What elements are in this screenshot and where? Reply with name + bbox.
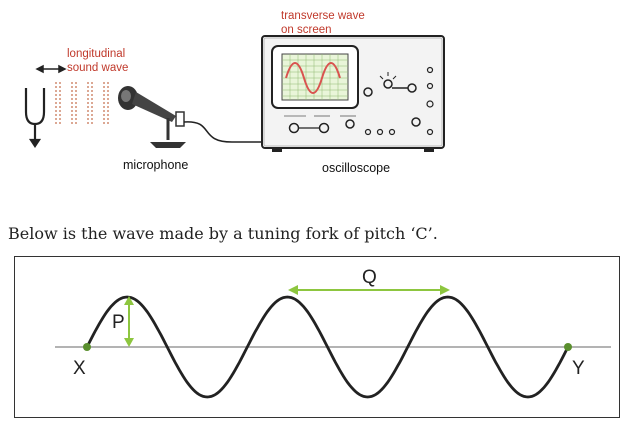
- point-x: [83, 343, 91, 351]
- sound-wave-compressions: [55, 82, 109, 126]
- longitudinal-label-line1: longitudinal: [67, 48, 126, 60]
- longitudinal-label-line2: sound wave: [67, 62, 129, 74]
- wavelength-arrow-q: [288, 285, 450, 295]
- tuning-fork-icon: [24, 88, 46, 148]
- transverse-label-line1: transverse wave: [281, 10, 365, 22]
- double-arrow-icon: [35, 64, 67, 74]
- oscilloscope-label: oscilloscope: [322, 161, 391, 175]
- amplitude-arrow-p: [124, 296, 134, 347]
- point-y: [564, 343, 572, 351]
- apparatus-illustration: [24, 35, 445, 152]
- label-y: Y: [572, 358, 585, 379]
- intro-text: Below is the wave made by a tuning fork …: [8, 224, 438, 243]
- label-p: P: [112, 312, 125, 333]
- microphone-icon: [118, 86, 186, 148]
- label-x: X: [73, 358, 86, 379]
- transverse-label-line2: on screen: [281, 24, 332, 36]
- oscilloscope-icon: [261, 35, 445, 152]
- wave-diagram: P Q X Y: [14, 256, 620, 418]
- label-q: Q: [362, 267, 377, 288]
- microphone-label: microphone: [123, 158, 189, 172]
- wave-curve: [85, 295, 570, 399]
